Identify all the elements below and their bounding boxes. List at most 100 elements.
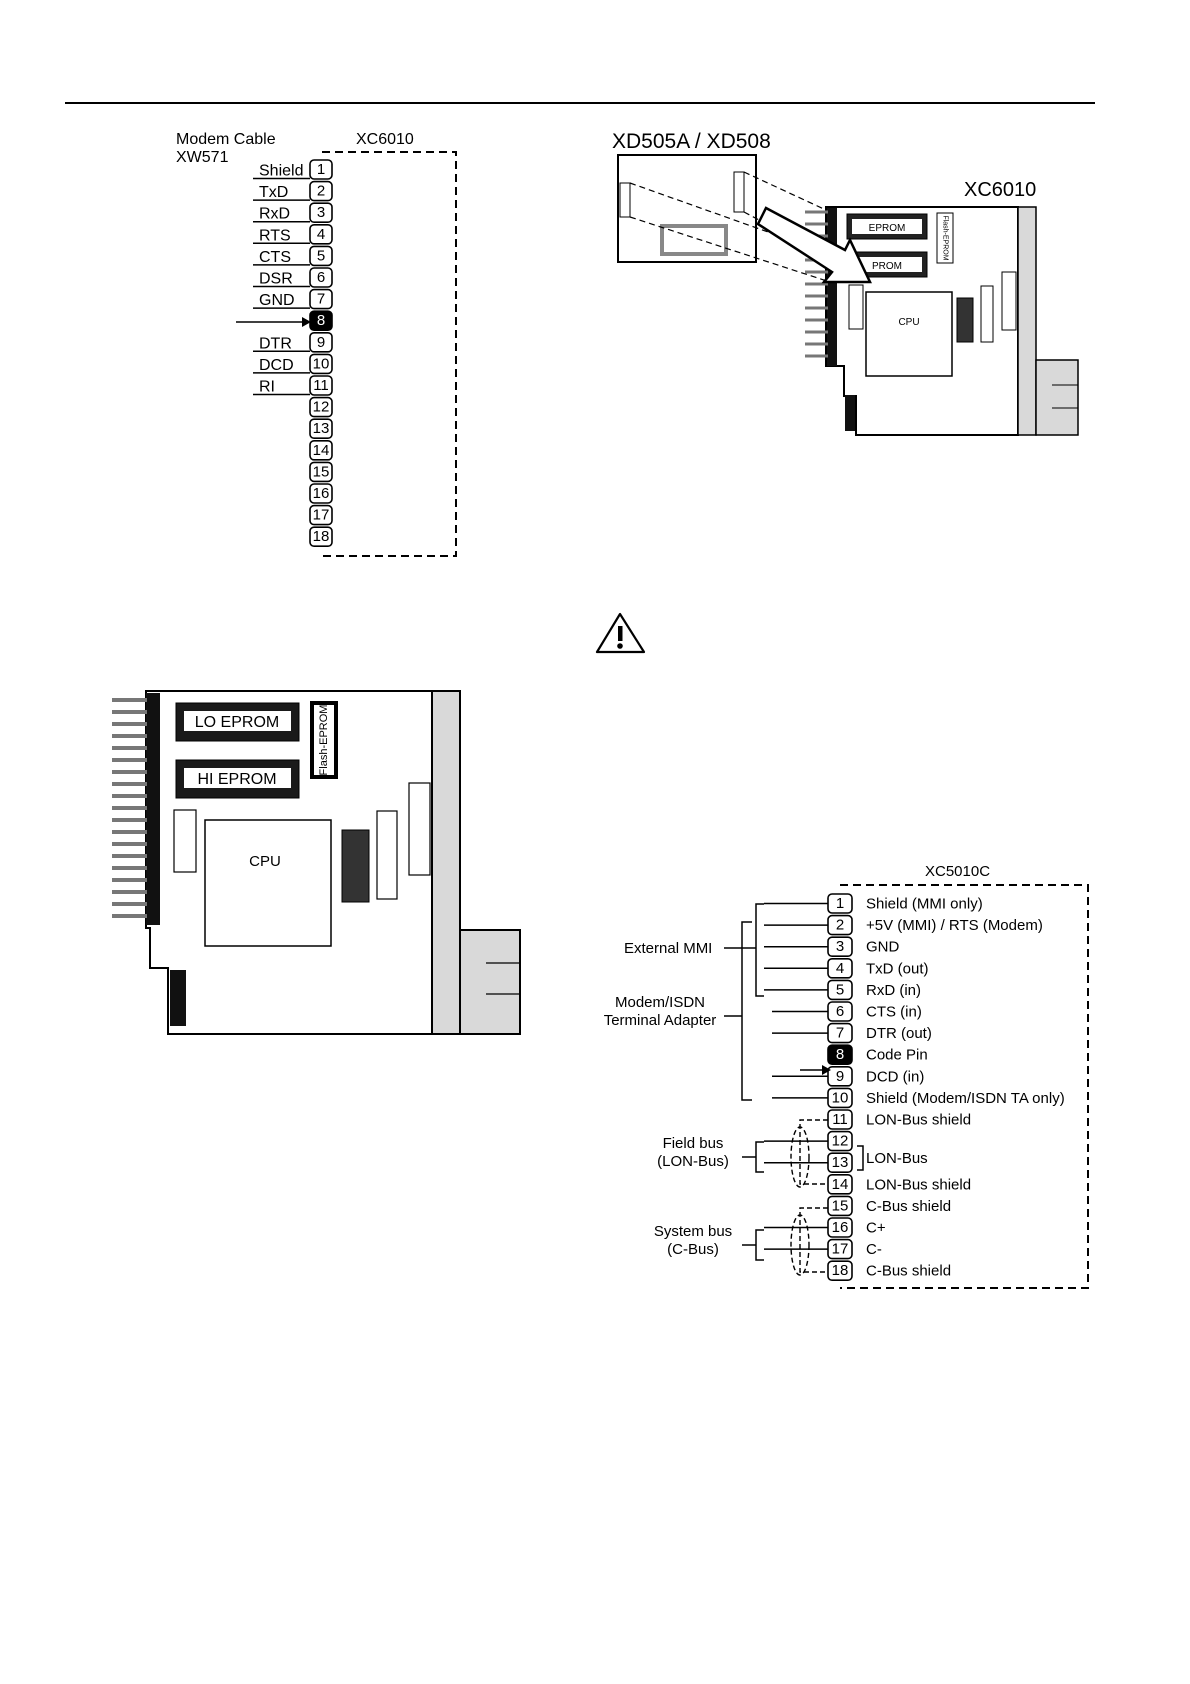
xc5010c-pin-label: RxD (in) bbox=[866, 982, 921, 999]
xc5010c-pin-number: 8 bbox=[836, 1046, 844, 1063]
xc5010c-pin-number: 17 bbox=[832, 1241, 849, 1258]
group-system-bus-1: System bus bbox=[654, 1223, 732, 1240]
bracket-tab-large bbox=[459, 929, 521, 1035]
group-external-mmi: External MMI bbox=[624, 940, 712, 957]
header-right bbox=[376, 810, 398, 900]
modem-pin-number: 3 bbox=[317, 204, 325, 221]
upgrade-figure: XD505A / XD508 XC6010 EPROM PROM Flash-E… bbox=[612, 130, 1079, 436]
modem-signal-label: DTR bbox=[259, 335, 292, 352]
xc5010c-pin-box bbox=[827, 1044, 853, 1065]
modem-pin-number: 5 bbox=[317, 247, 325, 264]
edge-connector bbox=[146, 693, 160, 925]
modem-signal-label: TxD bbox=[259, 184, 288, 201]
xc5010c-pin-number: 11 bbox=[832, 1111, 848, 1128]
battery-small bbox=[1001, 271, 1017, 331]
xc5010c-pin-number: 1 bbox=[836, 895, 844, 912]
flash-label-small: Flash-EPROM bbox=[942, 215, 949, 260]
field-bus-brace-icon bbox=[755, 1141, 764, 1173]
modem-pin-number: 2 bbox=[317, 183, 325, 200]
modem-pin-number: 12 bbox=[313, 399, 330, 416]
modem-pin-box bbox=[309, 288, 333, 310]
xc5010c-pin-label: LON-Bus shield bbox=[866, 1112, 971, 1129]
modem-pin-box bbox=[309, 224, 333, 245]
small-board-block bbox=[845, 395, 855, 431]
guide-line-2 bbox=[629, 216, 831, 283]
flash-chip-small bbox=[936, 212, 954, 264]
modem-pin-box bbox=[309, 461, 333, 483]
modem-pin-box bbox=[309, 202, 333, 223]
large-edge-pins bbox=[112, 698, 147, 918]
lon-bus-label: LON-Bus bbox=[866, 1150, 928, 1167]
cbus-shield-symbol bbox=[790, 1207, 828, 1276]
modem-pin-box bbox=[309, 483, 333, 504]
xc5010c-pin-number: 6 bbox=[836, 1003, 844, 1020]
xc5010c-pin-label: C- bbox=[866, 1241, 882, 1258]
cpu-label-small: CPU bbox=[898, 317, 919, 328]
guide-line-1 bbox=[629, 182, 831, 255]
xc5010c-pin-number: 10 bbox=[832, 1089, 849, 1106]
lon-shield-symbol bbox=[790, 1119, 828, 1188]
ic-small bbox=[956, 297, 974, 343]
modem-pin-number: 1 bbox=[317, 161, 325, 178]
system-bus-brace-icon bbox=[755, 1229, 764, 1261]
modem-pin-box bbox=[309, 526, 333, 548]
hi-eprom-label: HI EPROM bbox=[197, 771, 276, 788]
group-modem-1: Modem/ISDN bbox=[615, 994, 705, 1011]
lon-bus-brace-icon bbox=[857, 1145, 864, 1171]
flash-eprom-label: Flash-EPROM bbox=[318, 705, 330, 776]
xc5010c-pin-box bbox=[827, 1174, 853, 1195]
hi-eprom-window bbox=[184, 768, 291, 788]
modem-pin-box bbox=[309, 245, 333, 267]
modem-pin-box bbox=[309, 159, 333, 180]
xc5010c-pin-label: Shield (Modem/ISDN TA only) bbox=[866, 1090, 1065, 1107]
xc5010c-pin-number: 18 bbox=[832, 1262, 849, 1279]
modem-pin-number: 15 bbox=[313, 463, 330, 480]
xc5010c-pin-number: 9 bbox=[836, 1068, 844, 1085]
daughter-chip bbox=[660, 224, 728, 256]
header-small-left bbox=[848, 284, 864, 330]
edge-connector-small bbox=[827, 208, 837, 366]
modem-pin-number: 9 bbox=[317, 334, 325, 351]
modem-pin-number: 14 bbox=[313, 442, 330, 459]
xc5010c-pin-label: C+ bbox=[866, 1220, 886, 1237]
xc5010c-pin-number: 15 bbox=[832, 1197, 849, 1214]
xc5010c-title: XC5010C bbox=[925, 863, 990, 880]
insert-arrow-icon bbox=[756, 206, 872, 284]
modem-signal-label: Shield bbox=[259, 163, 303, 180]
modem-pin-box bbox=[309, 418, 333, 440]
xc5010c-pin-number: 14 bbox=[832, 1176, 849, 1193]
daughter-connector-right bbox=[733, 171, 745, 213]
group-modem-2: Terminal Adapter bbox=[604, 1012, 717, 1029]
group-system-bus-2: (C-Bus) bbox=[667, 1241, 719, 1258]
modem-pin-box bbox=[309, 310, 333, 332]
modem-pin-box bbox=[309, 439, 333, 461]
modem-pin-number: 17 bbox=[313, 507, 330, 524]
cpu-small bbox=[865, 291, 953, 377]
daughter-connector-left bbox=[619, 182, 631, 218]
upgrade-module-label: XC6010 bbox=[964, 179, 1036, 201]
ic-chip bbox=[341, 829, 370, 903]
upgrade-title: XD505A / XD508 bbox=[612, 130, 771, 153]
modem-cable-title-1: Modem Cable bbox=[176, 131, 276, 148]
group-field-bus-1: Field bus bbox=[663, 1135, 724, 1152]
modem-brace-icon bbox=[741, 921, 752, 1101]
code-pin-arrow-icon bbox=[302, 317, 311, 327]
xc5010c-pin-label: GND bbox=[866, 939, 900, 956]
xc5010c-pin-box bbox=[827, 1260, 853, 1281]
board-bracket bbox=[1017, 206, 1037, 436]
lo-eprom-label: LO EPROM bbox=[195, 714, 279, 731]
modem-pin-box bbox=[309, 331, 333, 353]
xc5010c-pin-label: CTS (in) bbox=[866, 1004, 922, 1021]
xc5010c-pin-label: LON-Bus shield bbox=[866, 1176, 971, 1193]
lo-eprom-window bbox=[184, 711, 291, 731]
board-block bbox=[170, 970, 186, 1026]
xc5010c-pin-number: 4 bbox=[836, 960, 844, 977]
xc5010c-pin-label: DTR (out) bbox=[866, 1025, 932, 1042]
modem-cable-title-2: XW571 bbox=[176, 149, 229, 166]
prom-label-small: PROM bbox=[872, 261, 902, 272]
modem-signal-label: RTS bbox=[259, 227, 291, 244]
xc5010c-pin-label: +5V (MMI) / RTS (Modem) bbox=[866, 917, 1043, 934]
